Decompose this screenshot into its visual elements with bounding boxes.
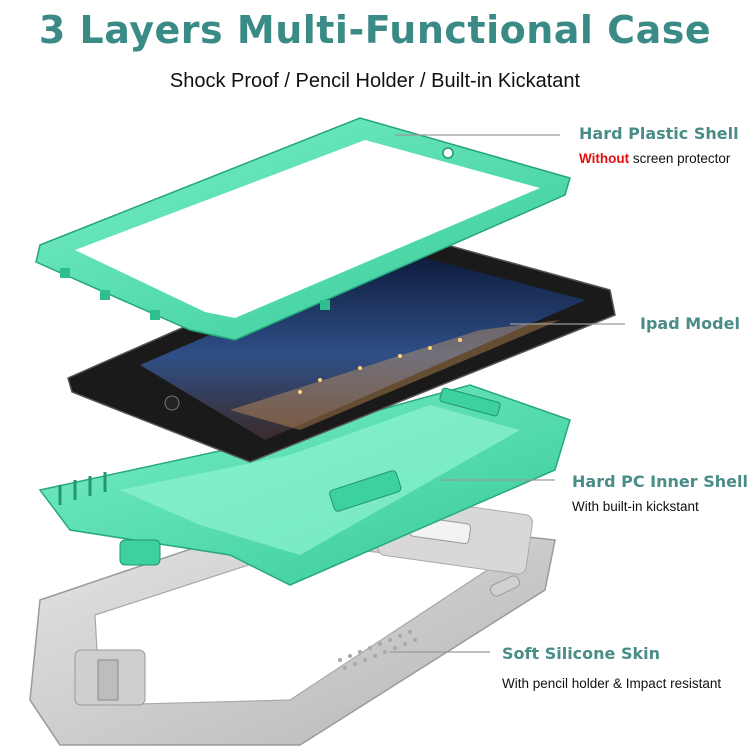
ipad-shape (67, 231, 616, 463)
page-subtitle: Shock Proof / Pencil Holder / Built-in K… (169, 70, 581, 92)
hard-pc-inner-shell-note: With built-in kickstant (572, 499, 699, 514)
hard-pc-inner-shell-label: Hard PC Inner Shell (572, 472, 748, 491)
page-title: 3 Layers Multi-Functional Case (38, 8, 712, 52)
soft-silicone-skin-label: Soft Silicone Skin (502, 644, 660, 663)
callout-lines (390, 134, 625, 653)
without-emphasis: Without (579, 151, 630, 166)
soft-silicone-skin-note: With pencil holder & Impact resistant (502, 676, 722, 691)
inner-shell-shape (38, 384, 571, 586)
outer-shell-shape (35, 117, 571, 341)
screen-protector-text: screen protector (629, 151, 731, 166)
ipad-model-label: Ipad Model (640, 314, 740, 333)
hard-plastic-shell-note: Without screen protector (579, 151, 730, 166)
hard-plastic-shell-label: Hard Plastic Shell (579, 124, 739, 143)
